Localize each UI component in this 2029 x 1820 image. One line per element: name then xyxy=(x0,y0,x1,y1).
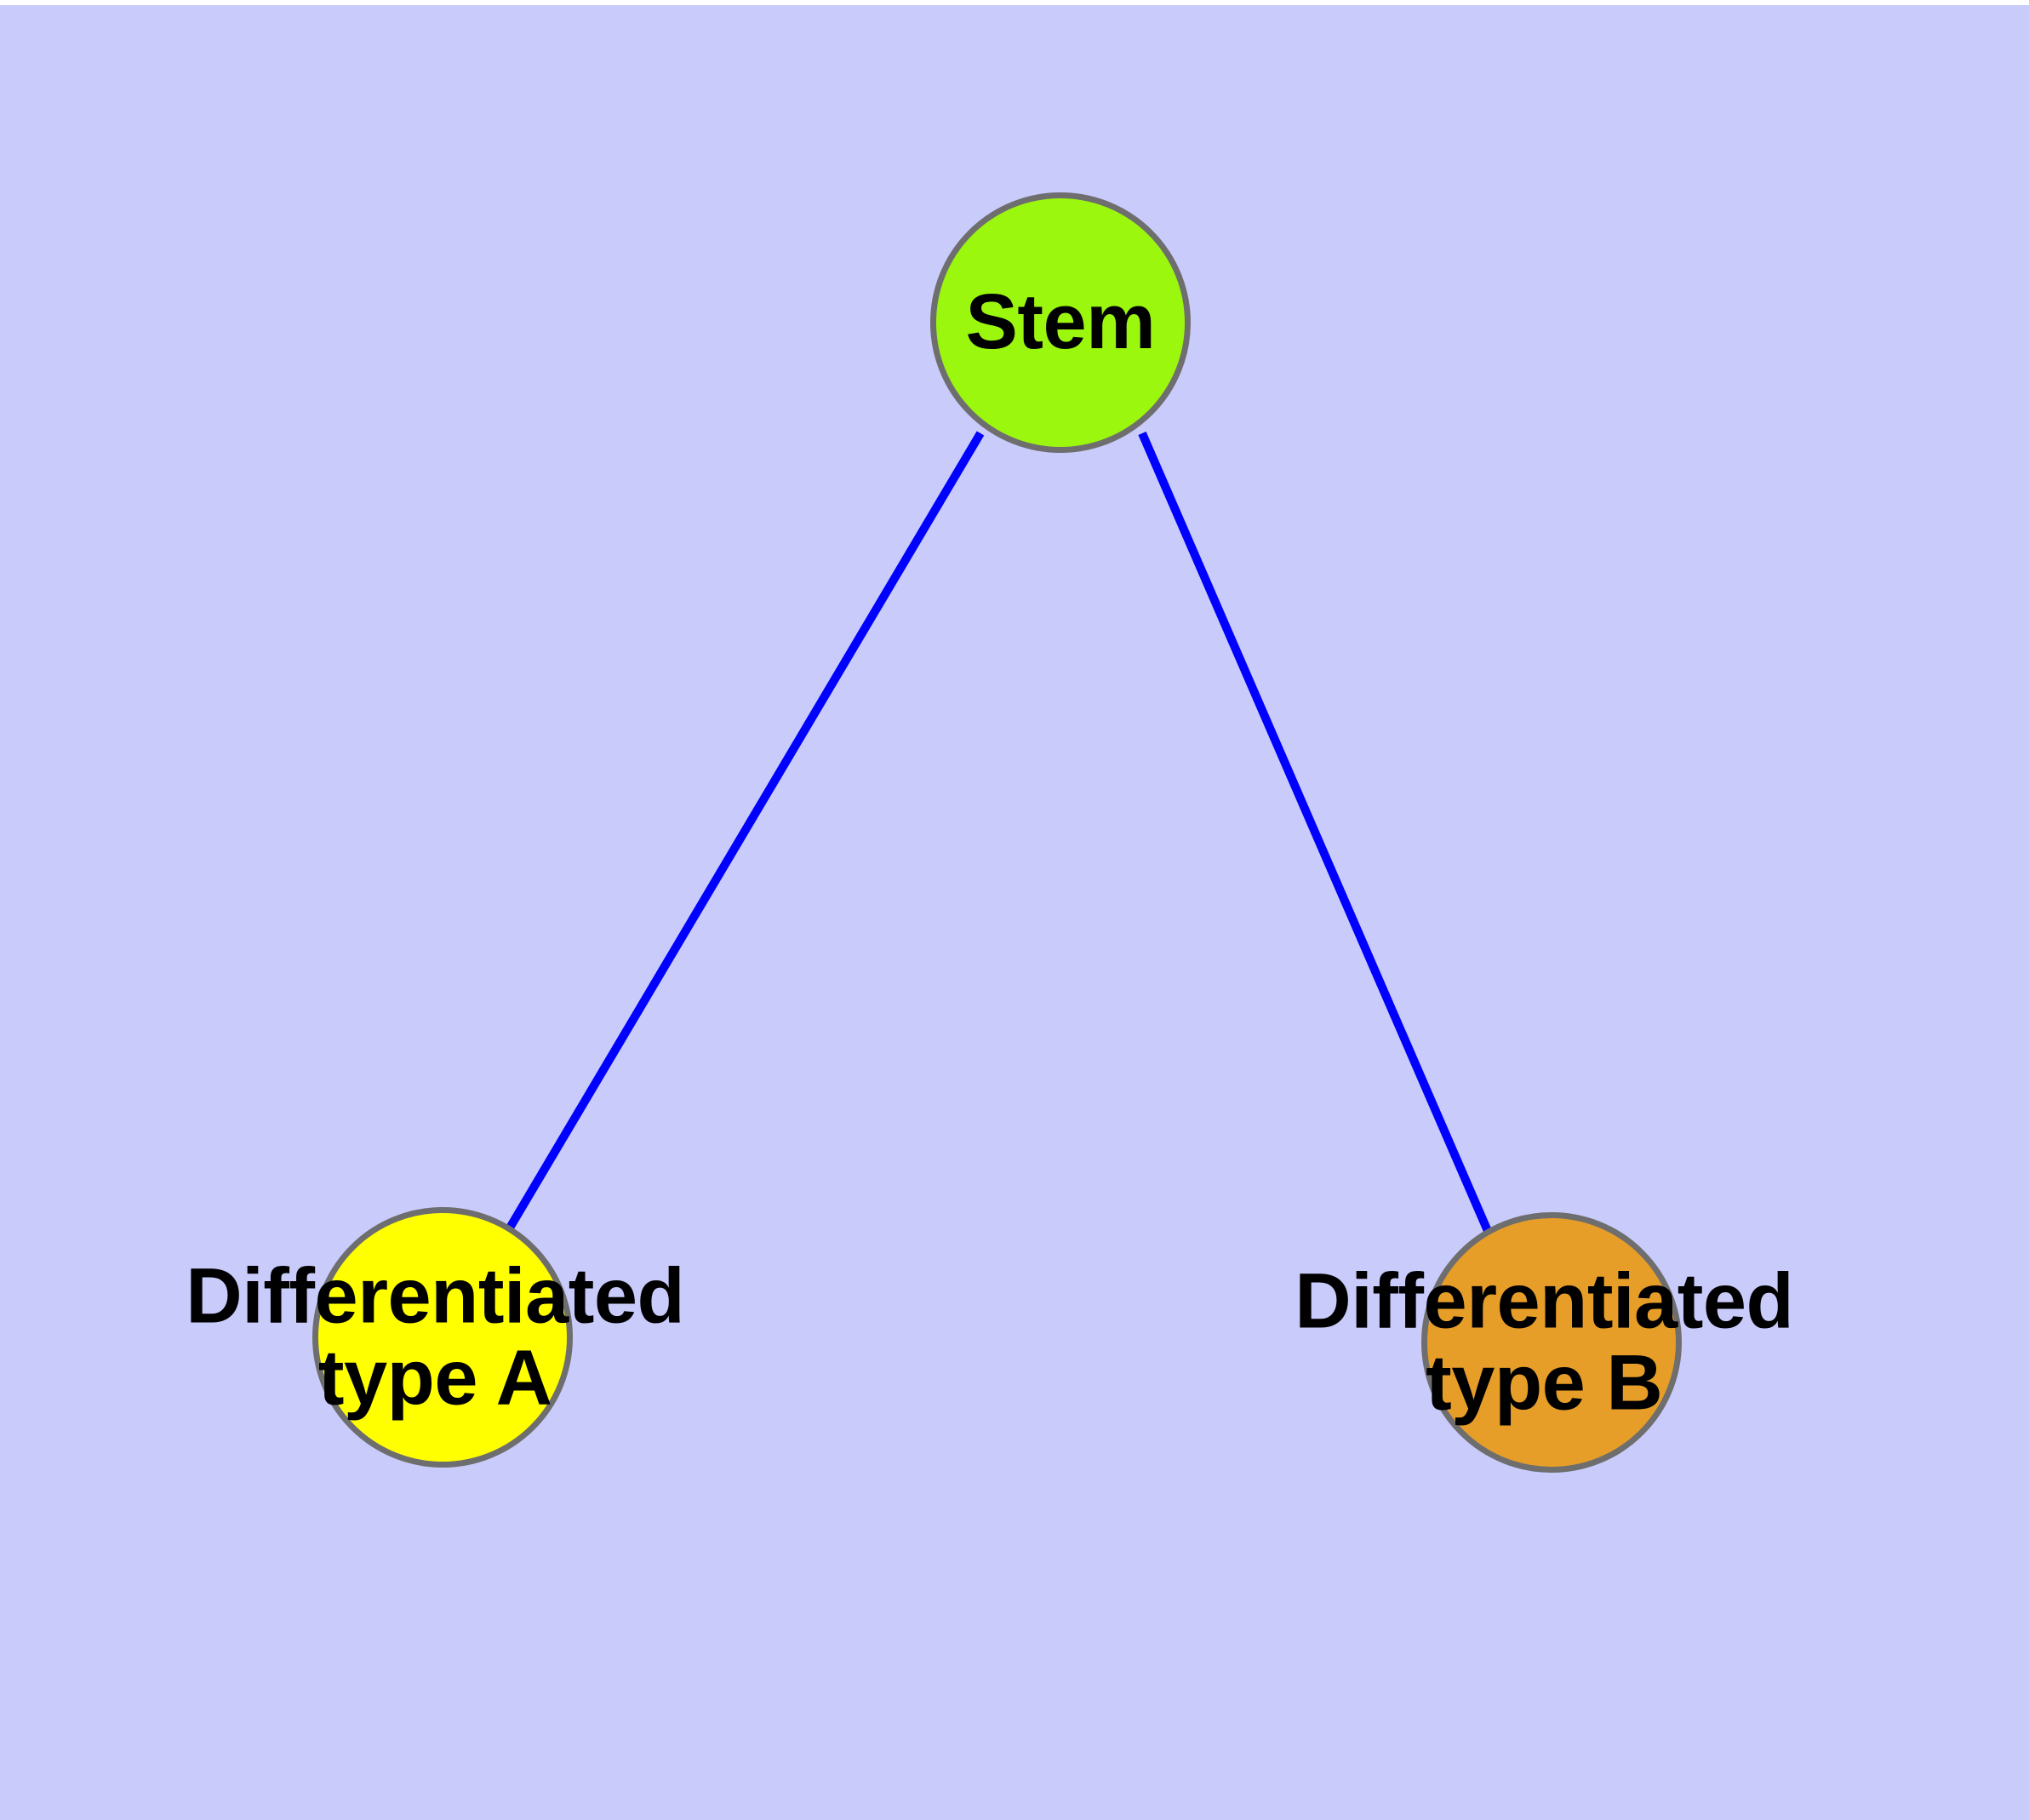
node-differentiated-type-b-label: Differentiated type B xyxy=(1295,1257,1794,1426)
node-differentiated-type-a-label: Differentiated type A xyxy=(186,1252,685,1421)
node-stem-label: Stem xyxy=(965,278,1156,366)
node-differentiated-type-a[interactable]: Differentiated type A xyxy=(186,1207,685,1468)
edge-stem-to-differentiated-type-b[interactable] xyxy=(1138,432,1492,1233)
node-stem[interactable]: Stem xyxy=(930,192,1191,453)
node-differentiated-type-b[interactable]: Differentiated type B xyxy=(1295,1212,1794,1473)
edge-stem-to-differentiated-type-a[interactable] xyxy=(505,431,985,1232)
